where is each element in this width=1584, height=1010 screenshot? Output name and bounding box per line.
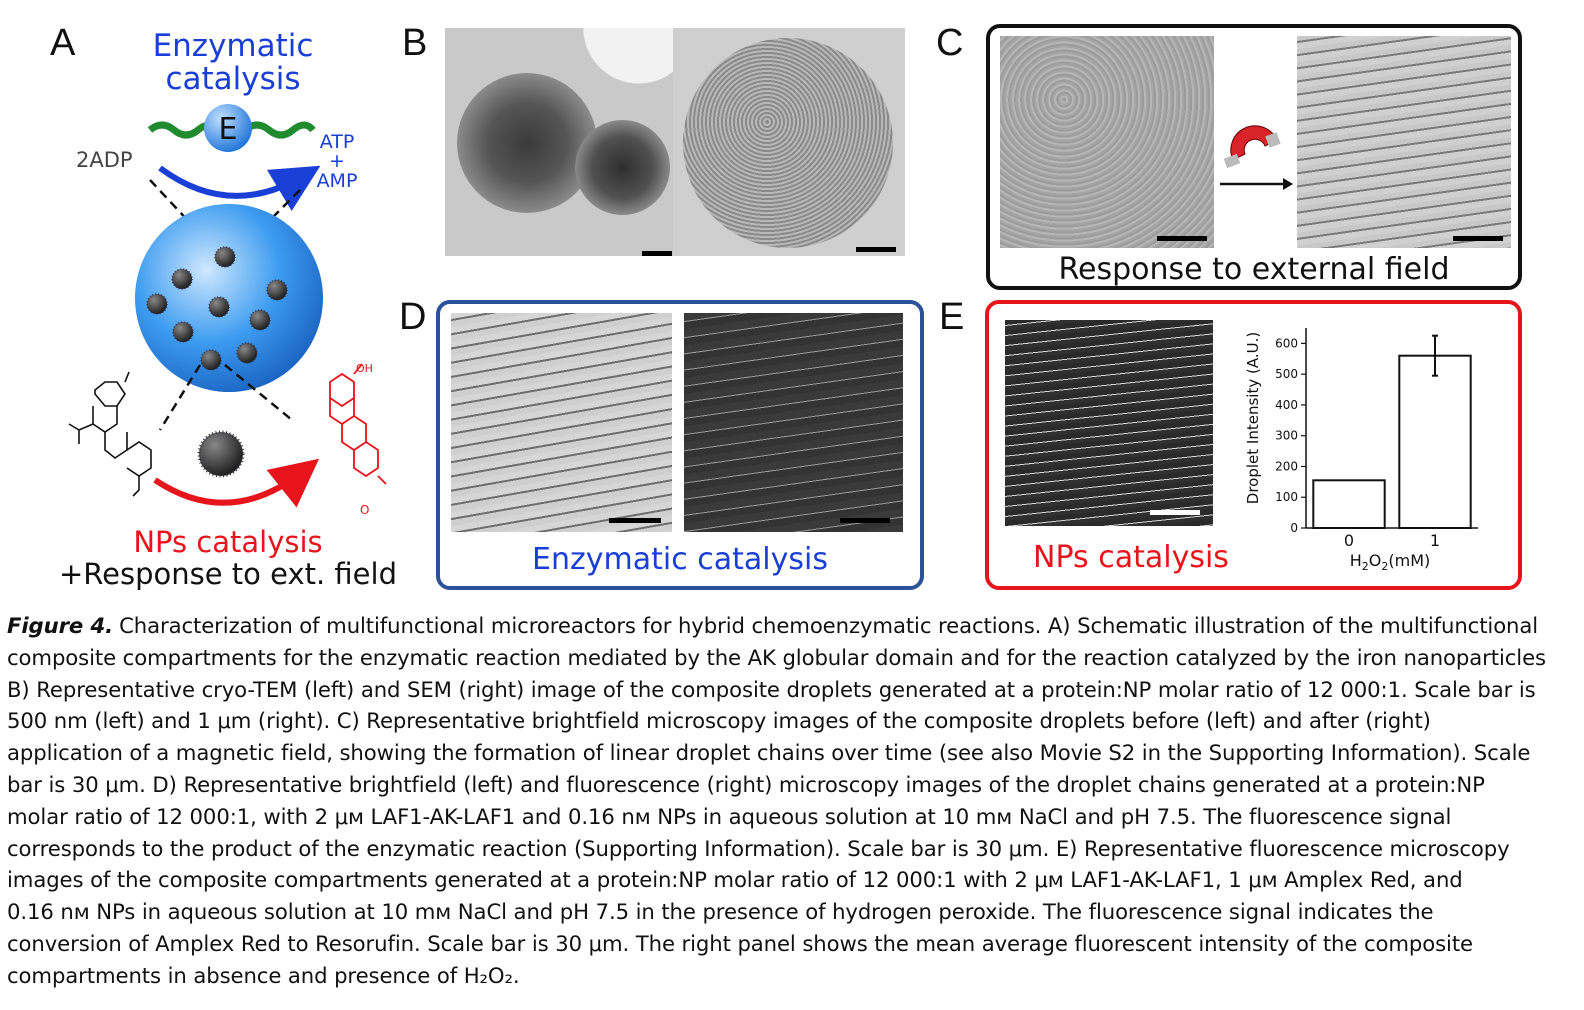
scale-bar (840, 518, 890, 523)
caption-line: composite compartments for the enzymatic… (7, 644, 1546, 670)
y-tick-label: 0 (1290, 521, 1298, 535)
scale-bar (609, 518, 661, 523)
caption-line: 500 nm (left) and 1 μm (right). C) Repre… (7, 708, 1431, 734)
sem-image (673, 28, 905, 256)
panel-e-caption: NPs catalysis (1033, 540, 1229, 575)
np-catalysis-label: NPs catalysis (133, 525, 322, 559)
composite-droplet (135, 204, 323, 392)
enzyme-circle (204, 104, 252, 152)
dash-line (158, 364, 202, 431)
enzymatic-title-line1: Enzymatic (153, 28, 314, 64)
y-tick-label: 300 (1275, 429, 1298, 443)
before-field-image (1000, 36, 1214, 248)
bar (1312, 479, 1386, 529)
figure-label: Figure 4. (7, 613, 114, 638)
nanoparticle (208, 296, 230, 318)
o-label: O (360, 503, 369, 517)
panel-e-frame (985, 300, 1522, 590)
scale-bar (1157, 236, 1207, 241)
caption-line: application of a magnetic field, showing… (7, 740, 1531, 766)
oh-label: OH (356, 362, 373, 375)
product-line2: + (329, 150, 345, 172)
chart-bars (1312, 334, 1472, 529)
droplet-sem (683, 38, 893, 248)
panel-a-schematic: Enzymatic catalysis E 2ADP ATP + AMP (59, 28, 397, 591)
brightfield-image (451, 313, 672, 532)
nanoparticle-large (197, 430, 245, 478)
panel-d-frame (436, 300, 924, 590)
caption-line: corresponds to the product of the enzyma… (7, 835, 1510, 861)
panel-b-label: B (402, 22, 428, 64)
y-tick-label: 100 (1275, 490, 1298, 504)
caption-line: bar is 30 μm. D) Representative brightfi… (7, 771, 1485, 797)
droplet-small (575, 120, 670, 215)
fluorescence-image (684, 313, 903, 532)
panel-e-label: E (939, 296, 965, 338)
caption-line: molar ratio of 12 000:1, with 2 μм LAF1-… (7, 803, 1452, 829)
panel-d-caption: Enzymatic catalysis (532, 542, 828, 577)
caption-line: 0.16 nм NPs in aqueous solution at 10 mм… (7, 899, 1434, 925)
amplex-red-structure (68, 371, 152, 497)
chart-ylabel: Droplet Intensity (A.U.) (1244, 332, 1262, 504)
magnet-icon (1220, 125, 1293, 190)
caption-line: B) Representative cryo-TEM (left) and SE… (7, 676, 1536, 702)
y-tick-label: 200 (1275, 459, 1298, 473)
intensity-bar-chart: Droplet Intensity (A.U.) 010020030040050… (1244, 328, 1478, 573)
panel-c-caption: Response to external field (1058, 252, 1450, 287)
np-catalysis-arrow (153, 458, 320, 508)
scale-bar (642, 251, 672, 256)
x-tick-label: 0 (1344, 531, 1354, 550)
enzymatic-title-line2: catalysis (165, 61, 300, 97)
nanoparticle (171, 268, 193, 290)
substrate-label: 2ADP (76, 148, 133, 172)
x-tick-label: 1 (1430, 531, 1440, 550)
cryo-tem-image (445, 28, 673, 256)
panel-a-label: A (50, 22, 76, 64)
bar (1398, 354, 1472, 529)
resorufin-structure (329, 363, 387, 485)
y-tick-label: 500 (1275, 367, 1298, 381)
enzyme-label: E (219, 112, 238, 147)
panel-c-frame (986, 24, 1522, 290)
scale-bar (1150, 510, 1200, 515)
response-label: +Response to ext. field (59, 557, 397, 591)
caption-line: Figure 4.Characterization of multifuncti… (7, 613, 1539, 638)
caption-line: compartments in absence and presence of … (7, 962, 520, 988)
caption-line: images of the composite compartments gen… (7, 867, 1463, 893)
product-line3: AMP (317, 170, 358, 192)
nanoparticle (146, 293, 168, 315)
figure-caption: Figure 4.Characterization of multifuncti… (7, 610, 1575, 992)
y-tick-label: 400 (1275, 398, 1298, 412)
after-field-image (1297, 36, 1511, 248)
nanoparticle (249, 309, 271, 331)
enzymatic-arrow (158, 165, 321, 212)
chart-xlabel: H2O2(mM) (1350, 551, 1431, 573)
scale-bar (1453, 236, 1503, 241)
panel-c-label: C (936, 22, 964, 64)
nanoparticle (214, 246, 236, 268)
chart-y-ticks: 0 100 200 300 400 500 600 (1275, 336, 1306, 535)
panel-d-label: D (399, 296, 427, 338)
nanoparticle (172, 321, 194, 343)
product-line1: ATP (320, 131, 355, 153)
nanoparticle (200, 349, 222, 371)
droplet-large (457, 73, 597, 213)
scale-bar (856, 247, 896, 252)
nanoparticle-group (146, 246, 288, 371)
y-tick-label: 600 (1275, 336, 1298, 350)
nanoparticle (266, 279, 288, 301)
nanoparticle (236, 342, 258, 364)
np-fluorescence-image (1005, 320, 1213, 526)
caption-line: conversion of Amplex Red to Resorufin. S… (7, 930, 1473, 956)
